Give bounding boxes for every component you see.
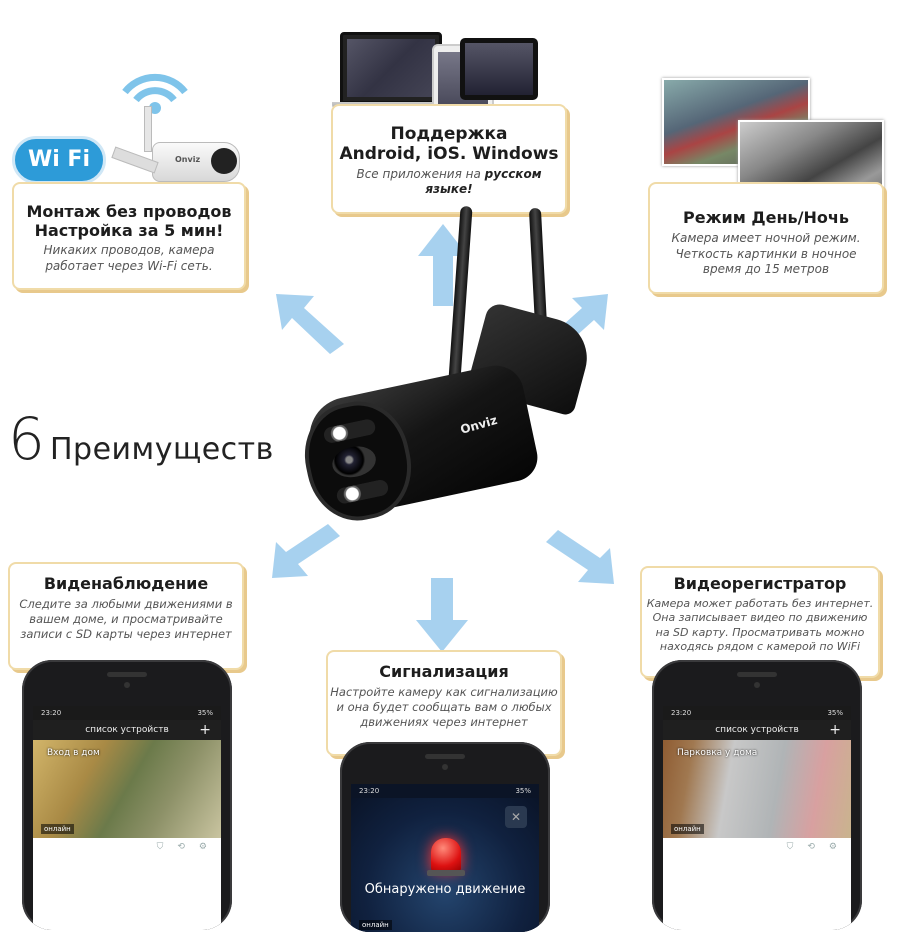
laptop-screen [340,32,442,104]
card-wireless-desc-2: работает через Wi-Fi сеть. [45,258,213,273]
phone-right-feed-label: Парковка у дома [677,748,758,758]
phone-left-status-bar: 23:20 35% [33,706,221,720]
phone-left-battery: 35% [197,709,213,717]
phone-left-nav-title: список устройств [85,725,169,735]
card-platform-support: Поддержка Android, iOS. Windows Все прил… [331,104,567,214]
card-daynight-desc-2: Четкость картинки в ночное [675,246,857,261]
devices-illustration [332,28,542,124]
wifi-badge-text: Wi Fi [27,147,91,172]
phone-right-time: 23:20 [671,709,692,717]
card-daynight-desc-3: время до 15 метров [702,262,830,277]
phone-right-status-bar: 23:20 35% [663,706,851,720]
phone-center-online-badge: онлайн [359,920,392,930]
arrow-down [416,578,468,652]
card-wireless-desc-1: Никаких проводов, камера [43,243,215,258]
card-alarm-desc-3: движениях через интернет [360,715,528,730]
arrow-up-left [276,294,344,354]
replay-icon[interactable]: ⟲ [177,842,185,852]
card-recorder-desc-2: Она записывает видео по движению [652,611,868,625]
card-wireless-title-1: Монтаж без проводов [26,202,232,221]
siren-base [427,870,465,876]
card-daynight-desc-1: Камера имеет ночной режим. [671,231,861,246]
replay-icon[interactable]: ⟲ [807,842,815,852]
heading-number: 6 [8,405,45,473]
phone-left-online-badge: онлайн [41,824,74,834]
phone-right: 23:20 35% список устройств + Парковка у … [652,660,862,930]
tablet-dark [460,38,538,100]
card-recorder-title: Видеорегистратор [673,574,847,593]
ir-led-top [322,417,377,445]
wifi-signal-icon [122,73,188,114]
phone-left-nav-bar: список устройств + [33,720,221,740]
mute-icon[interactable]: ✕ [505,806,527,828]
phone-center-alert-area: ✕ Обнаружено движение онлайн [351,798,539,932]
phone-right-online-badge: онлайн [671,824,704,834]
card-surveillance-desc-3: записи с SD карты через интернет [20,627,232,642]
card-support-desc-2: языке! [425,182,473,197]
card-day-night: Режим День/Ночь Камера имеет ночной режи… [648,182,884,294]
phone-left-add-button[interactable]: + [199,722,211,738]
phone-center-battery: 35% [515,787,531,795]
arrow-down-left [272,524,340,578]
card-support-desc-bold: русском [484,166,542,181]
wifi-camera-illustration: Wi Fi Onviz [12,58,252,188]
left-antenna [447,205,473,397]
phone-left-time: 23:20 [41,709,62,717]
camera-brand-logo: Onviz [458,412,499,437]
phone-center-status-bar: 23:20 35% [351,784,539,798]
camera-lens [329,442,379,482]
card-daynight-title: Режим День/Ночь [683,208,849,227]
camera-antenna [144,106,152,152]
page-heading: 6 Преимуществ [8,405,274,473]
phone-center-time: 23:20 [359,787,380,795]
heading-text: Преимуществ [50,432,274,467]
phone-center: 23:20 35% ✕ Обнаружено движение онлайн [340,742,550,932]
phone-right-add-button[interactable]: + [829,722,841,738]
gear-icon[interactable]: ⚙ [828,842,837,852]
phone-center-screen: 23:20 35% ✕ Обнаружено движение онлайн [351,784,539,932]
card-recorder-desc-3: на SD карту. Просматривать можно [655,625,865,639]
siren-icon [431,838,461,872]
phone-right-camera-feed[interactable]: Парковка у дома онлайн [663,740,851,838]
arrow-down-right [546,530,614,584]
gear-icon[interactable]: ⚙ [198,842,207,852]
shield-icon[interactable]: ⛉ [156,842,164,852]
card-support-desc: Все приложения на русском языке! [333,167,565,198]
card-surveillance-desc-1: Следите за любыми движениями в [19,597,233,612]
phone-center-alert-text: Обнаружено движение [364,882,526,897]
card-surveillance-desc-2: вашем доме, и просматривайте [29,612,223,627]
ir-led-bottom [335,478,390,505]
card-alarm-desc-1: Настройте камеру как сигнализацию [330,685,558,700]
white-camera-body: Onviz [152,142,240,182]
card-recorder-desc-4: находясь рядом с камерой по WiFi [659,640,861,654]
card-support-desc-1: Все приложения на [356,166,481,181]
white-camera-lens [211,148,237,174]
card-recorder: Видеорегистратор Камера может работать б… [640,566,880,678]
black-camera-illustration: Onviz [294,205,604,536]
card-support-title-1: Поддержка [390,124,508,144]
shield-icon[interactable]: ⛉ [786,842,794,852]
white-camera-brand: Onviz [175,155,201,164]
arrow-up [418,224,468,306]
phone-left-controls: ⛉ ⟲ ⚙ [33,838,221,856]
card-surveillance: Виденаблюдение Следите за любыми движени… [8,562,244,670]
phone-right-nav-title: список устройств [715,725,799,735]
phone-right-battery: 35% [827,709,843,717]
phone-right-controls: ⛉ ⟲ ⚙ [663,838,851,856]
card-alarm: Сигнализация Настройте камеру как сигнал… [326,650,562,756]
phone-left-camera-feed[interactable]: Вход в дом онлайн [33,740,221,838]
phone-left-feed-label: Вход в дом [47,748,100,758]
phone-left: 23:20 35% список устройств + Вход в дом … [22,660,232,930]
card-alarm-desc-2: и она будет сообщать вам о любых [336,700,552,715]
phone-left-screen: 23:20 35% список устройств + Вход в дом … [33,706,221,930]
wifi-badge: Wi Fi [12,136,106,184]
phone-right-screen: 23:20 35% список устройств + Парковка у … [663,706,851,930]
card-wireless-setup: Монтаж без проводов Настройка за 5 мин! … [12,182,246,290]
card-alarm-title: Сигнализация [379,662,509,681]
card-support-title-2: Android, iOS. Windows [339,144,559,165]
card-recorder-desc-1: Камера может работать без интернет. [646,597,874,611]
card-surveillance-title: Виденаблюдение [43,574,209,593]
card-wireless-title-2: Настройка за 5 мин! [34,221,224,241]
phone-right-nav-bar: список устройств + [663,720,851,740]
